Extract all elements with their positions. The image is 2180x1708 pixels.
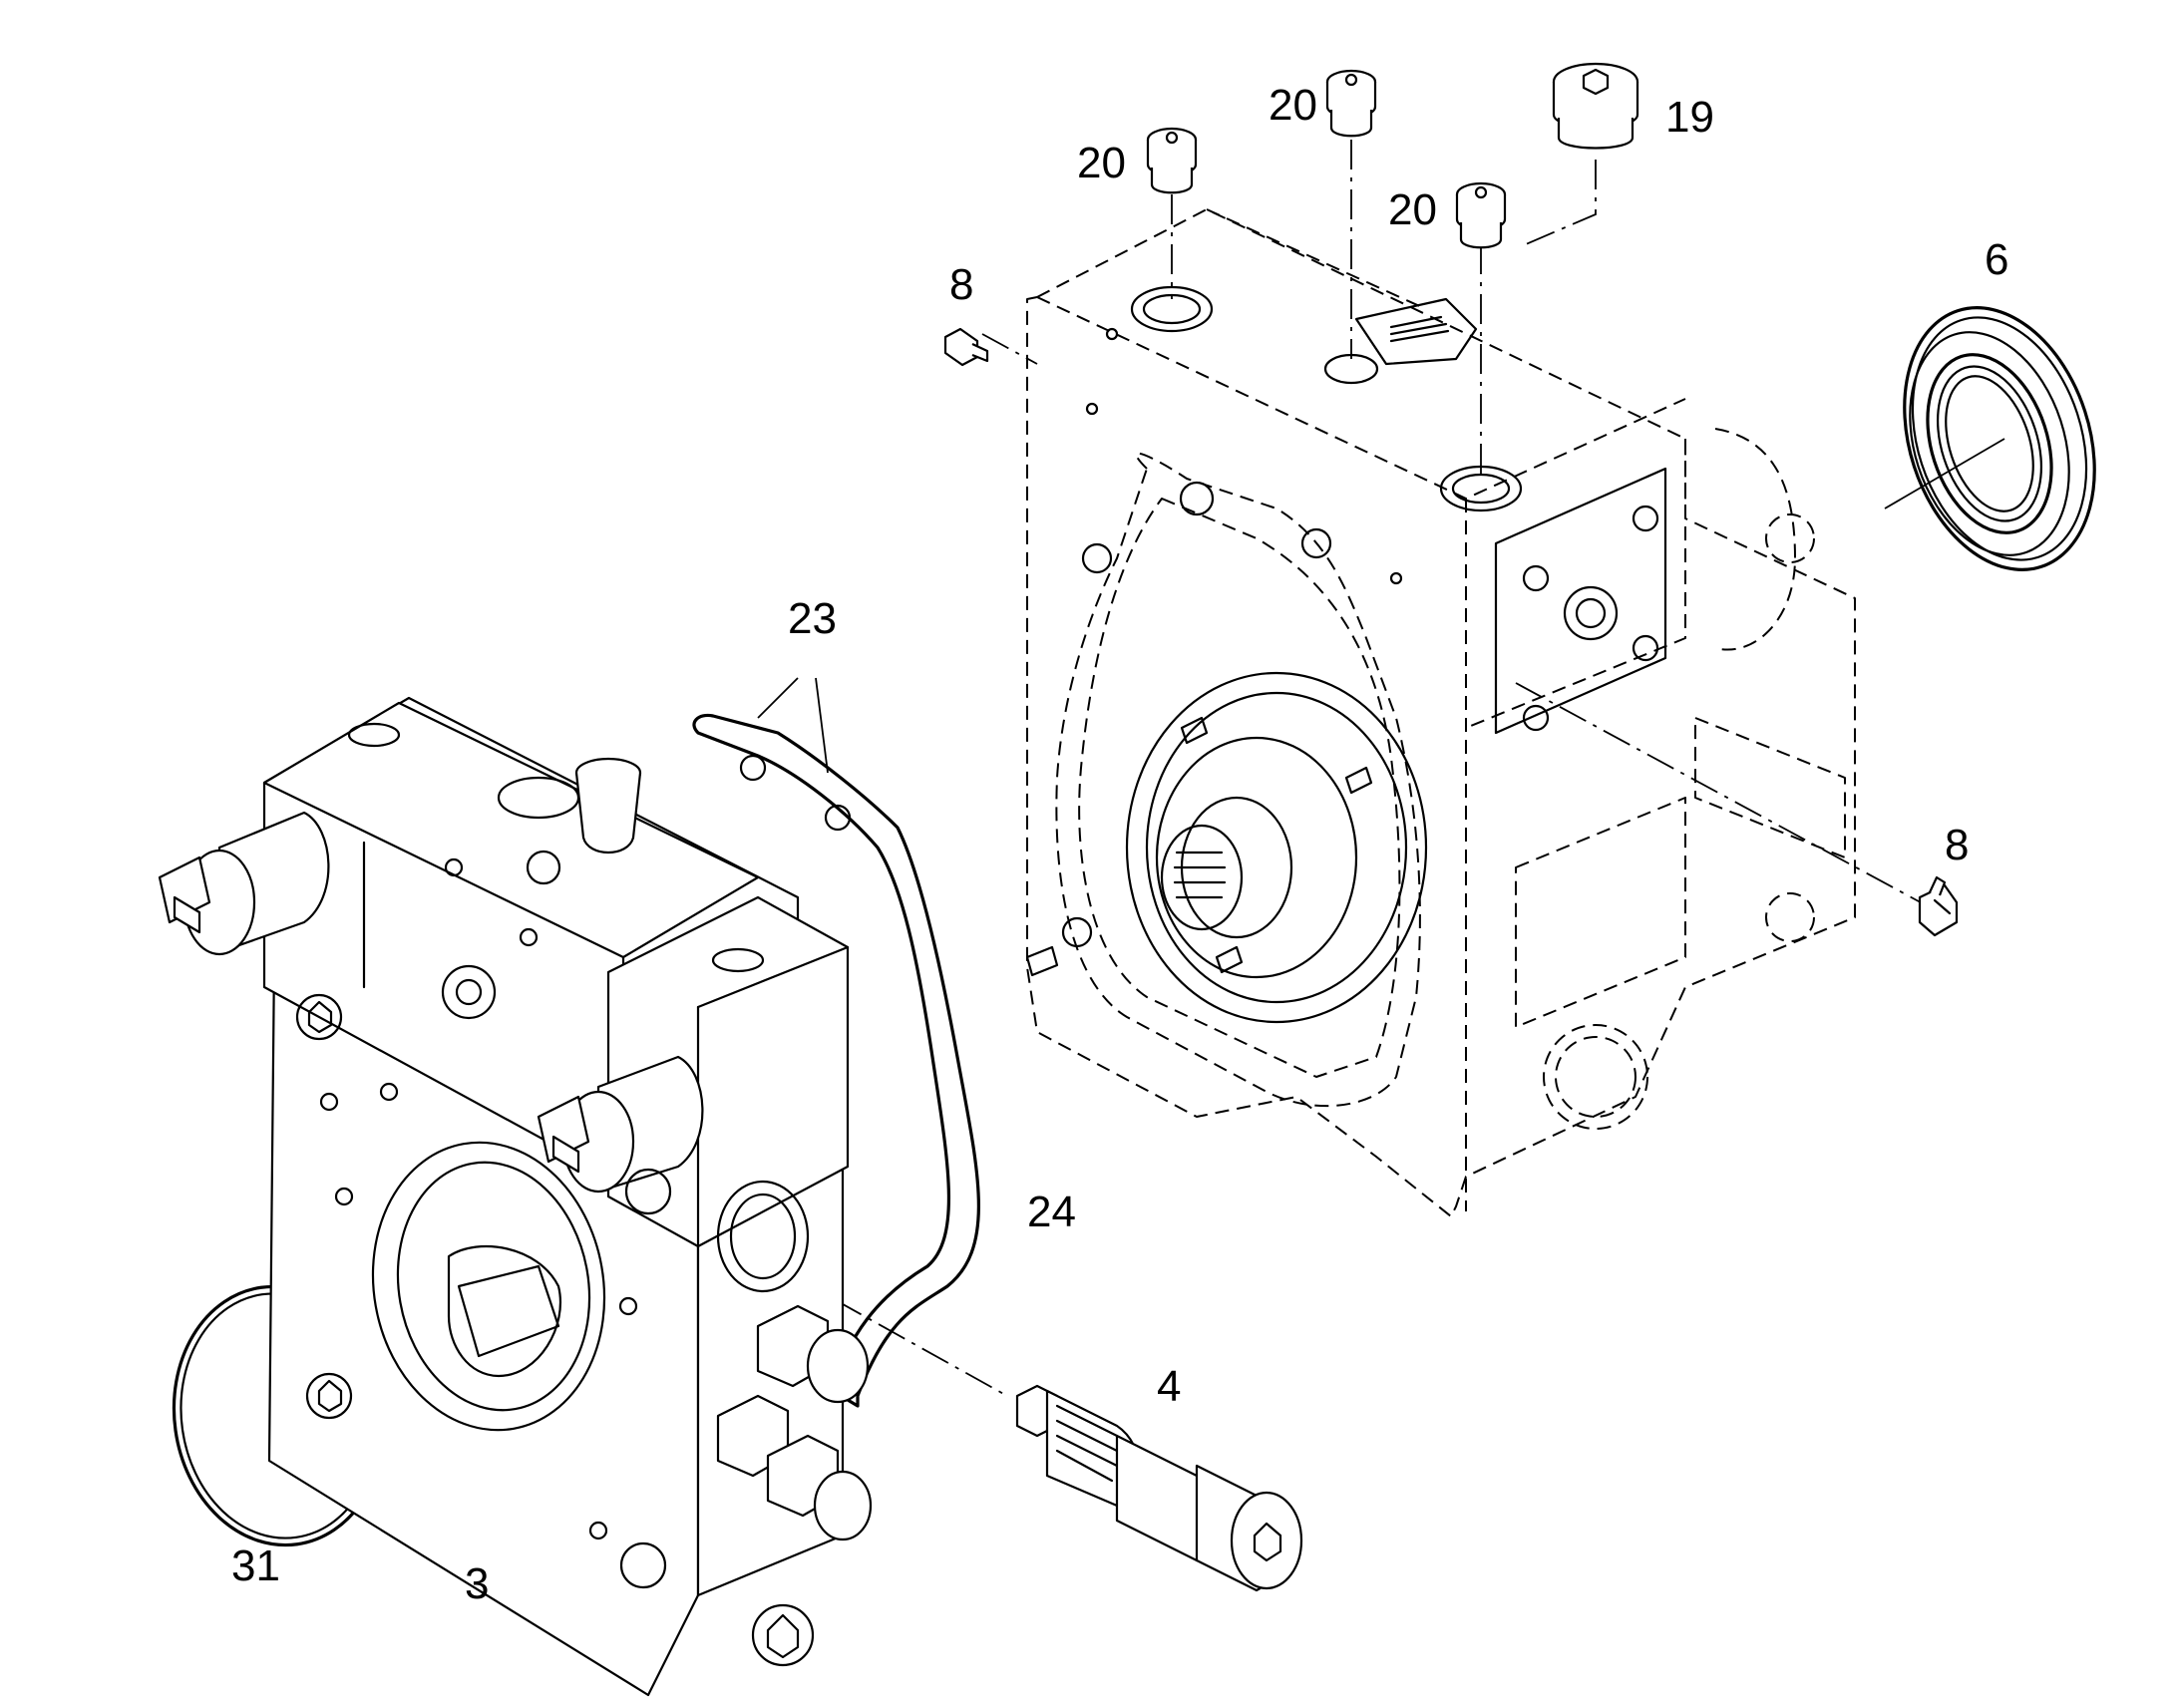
valve-block-3 [158,696,873,1697]
plug-20-left [1146,127,1198,194]
callout-24: 24 [1027,1188,1076,1236]
screw-8-top [943,327,989,367]
callout-4: 4 [1157,1362,1181,1411]
callout-8-top: 8 [949,260,973,309]
callout-8-right: 8 [1945,821,1969,869]
shaft-seal-6 [1903,306,2096,571]
callout-6: 6 [1985,235,2008,284]
gasket-24 [692,713,980,1408]
plug-20-middle [1325,69,1377,138]
callout-3: 3 [465,1559,489,1608]
pump-housing [1025,208,1856,1217]
plug-19 [1552,62,1639,150]
callout-31: 31 [231,1541,280,1590]
callout-19: 19 [1665,93,1714,142]
callout-20-middle: 20 [1269,81,1317,130]
cartridge-valve-4 [1015,1384,1303,1592]
callout-20-left: 20 [1077,139,1126,187]
plug-20-right [1455,181,1507,249]
assembly-lines [747,140,2005,1397]
callout-20-right: 20 [1388,185,1437,234]
screw-8-right [1918,875,1959,937]
callout-23: 23 [788,594,837,643]
